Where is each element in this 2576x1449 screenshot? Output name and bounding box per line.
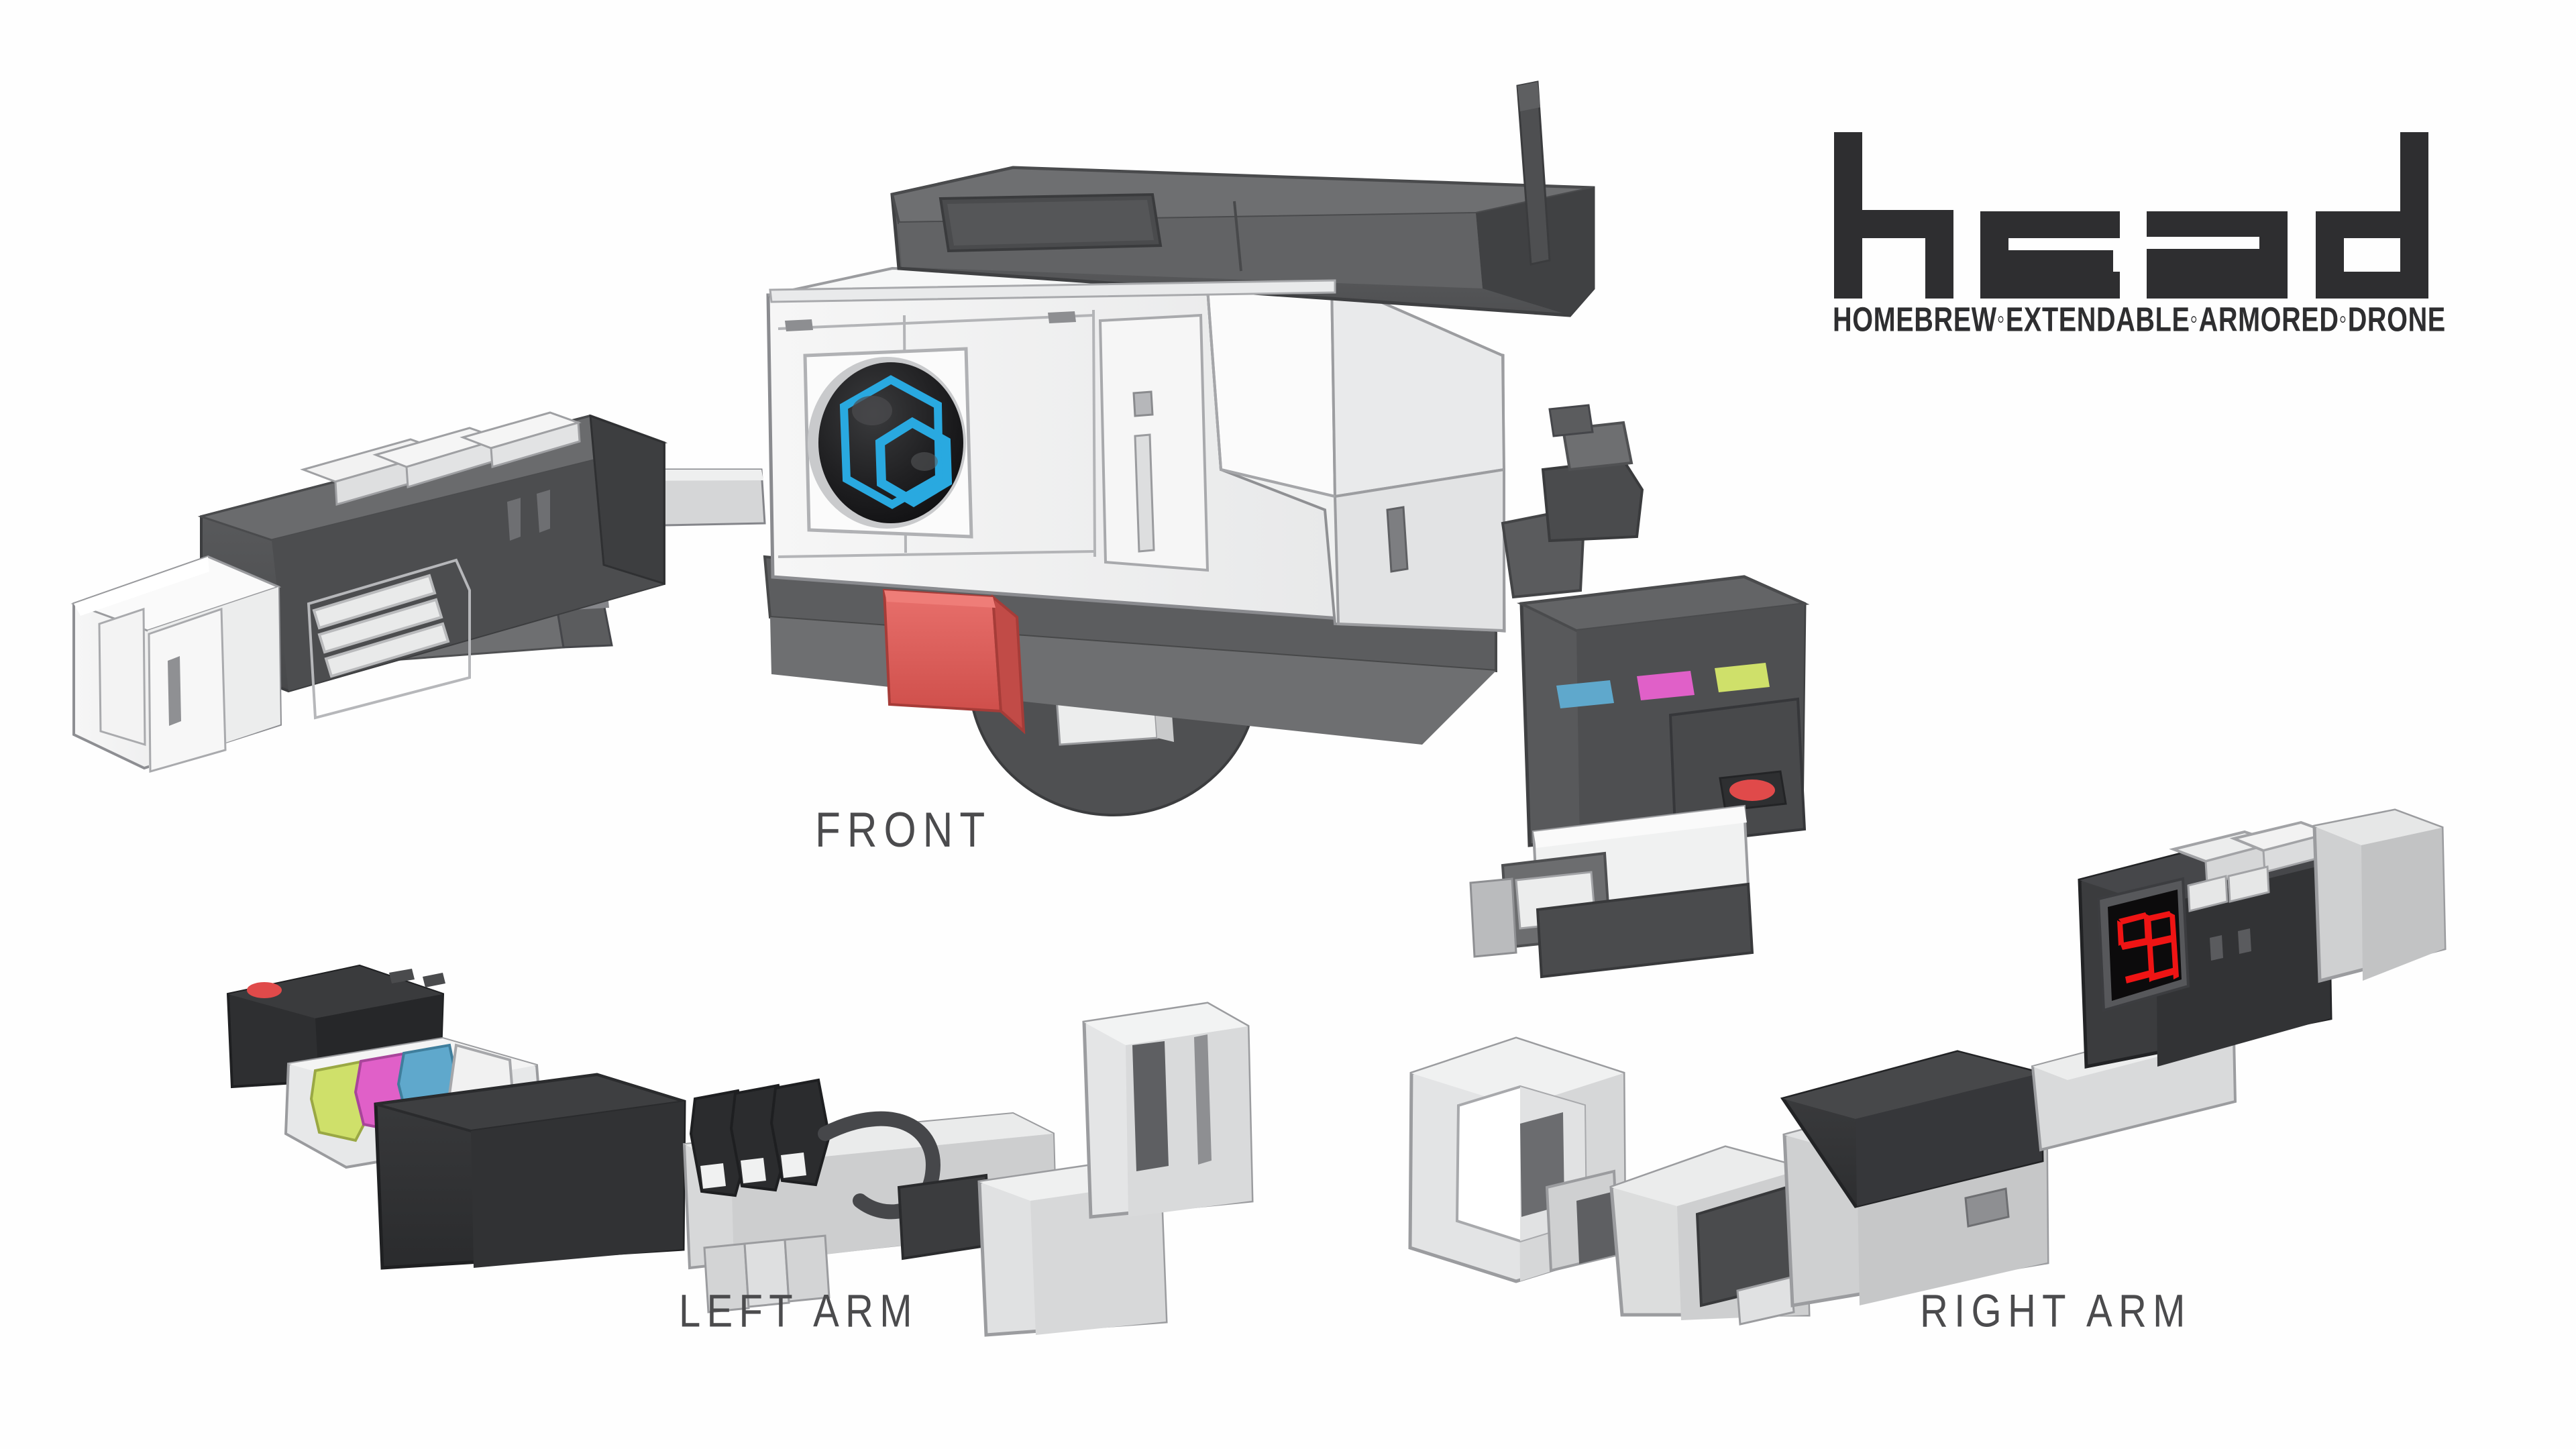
right-arm-art (1408, 808, 2447, 1326)
tagline-separator-3: ◦ (2339, 303, 2348, 335)
ribbon-cable-loop (818, 1111, 941, 1220)
status-button-red[interactable] (1729, 780, 1775, 801)
eject-button-red[interactable] (247, 982, 282, 998)
right-arm-view: RIGHT ARM (1375, 785, 2556, 1375)
tagline-separator-2: ◦ (2190, 303, 2199, 335)
eye-lens (808, 357, 966, 529)
counter-digits (2117, 911, 2179, 983)
tagline-word-3: ARMORED (2198, 300, 2339, 339)
front-view: FRONT (0, 0, 1851, 1006)
tagline-separator-1: ◦ (1996, 303, 2006, 335)
front-view-art (70, 80, 1810, 979)
antenna (1516, 80, 1551, 266)
forearm-housing (374, 1073, 686, 1270)
right-module-arm (1469, 404, 1810, 979)
logo-tagline: HOMEBREW◦EXTENDABLE◦ARMORED◦DRONE (1833, 300, 2446, 339)
ink-strip (1556, 663, 1770, 708)
left-arm-art (226, 964, 1254, 1337)
square-claw (1408, 1036, 1627, 1283)
caption-left-arm: LEFT ARM (679, 1285, 918, 1337)
left-arm-view: LEFT ARM (221, 932, 1362, 1362)
head-logo: HOMEBREW◦EXTENDABLE◦ARMORED◦DRONE (1831, 131, 2529, 352)
elbow-joint (1609, 1145, 1811, 1326)
logo-wordmark-head (1834, 132, 2428, 299)
left-cannon-arm (70, 411, 766, 773)
hook-gripper (977, 1002, 1254, 1337)
print-head-cluster (689, 1078, 831, 1197)
caption-right-arm: RIGHT ARM (1920, 1285, 2192, 1337)
caption-front: FRONT (815, 803, 992, 858)
forearm-housing (1780, 1050, 2049, 1307)
main-chassis (766, 266, 1506, 633)
tagline-word-4: DRONE (2347, 300, 2446, 339)
ammo-counter-module (2078, 808, 2447, 1069)
roof-module (769, 166, 1595, 317)
tagline-word-1: HOMEBREW (1833, 300, 1997, 339)
paper-output-tray (882, 588, 1026, 735)
tagline-word-2: EXTENDABLE (2005, 300, 2190, 339)
